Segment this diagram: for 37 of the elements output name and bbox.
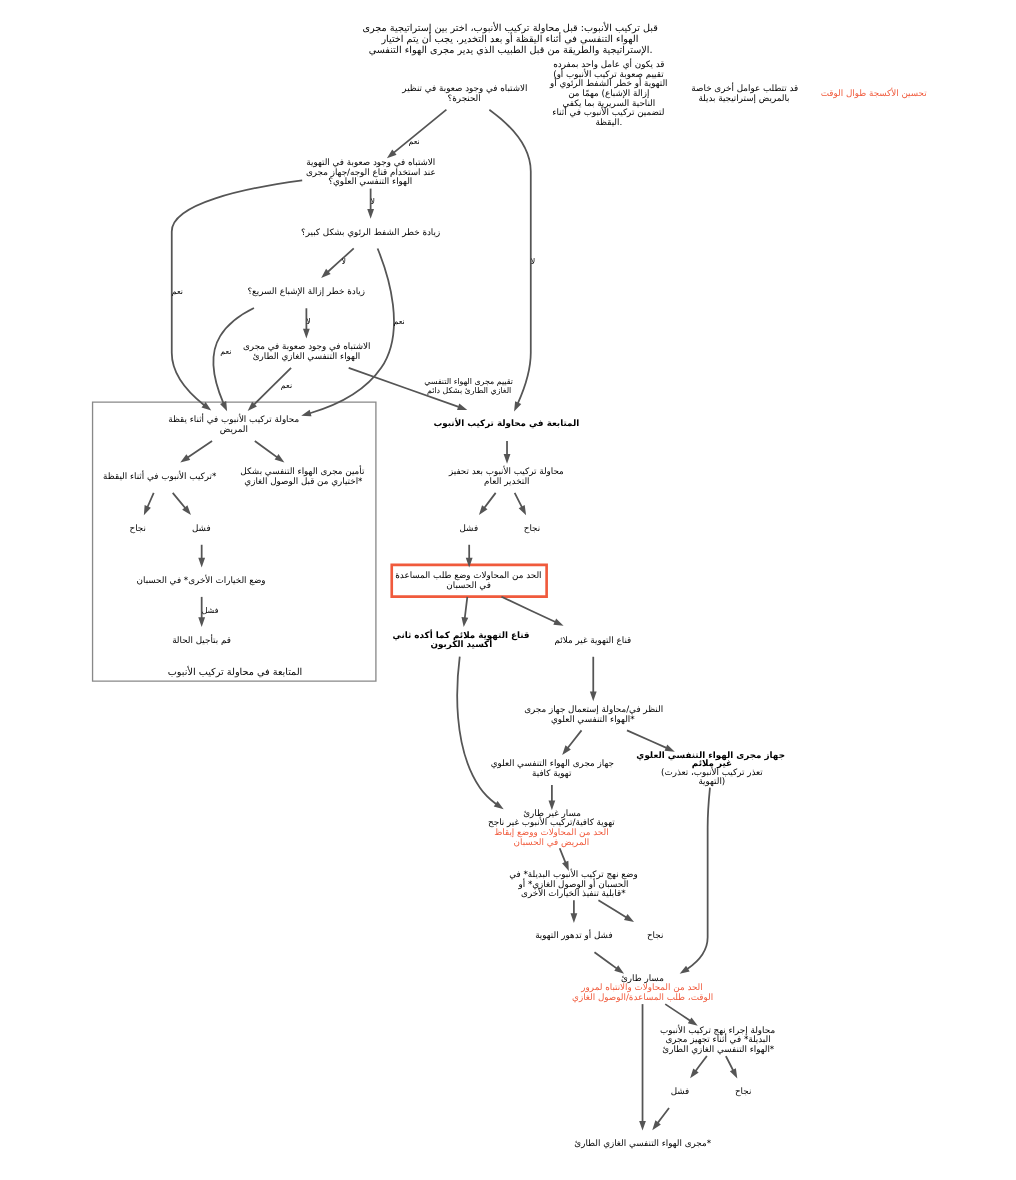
arrow xyxy=(179,440,212,463)
arrow xyxy=(460,596,468,627)
arrow xyxy=(197,596,205,628)
arrow xyxy=(588,655,596,702)
arrow xyxy=(385,108,447,159)
arrow xyxy=(499,595,563,626)
arrow xyxy=(477,491,496,516)
arrow xyxy=(142,491,154,516)
arrow xyxy=(455,655,503,810)
arrow xyxy=(197,543,205,568)
arrow xyxy=(724,1055,737,1079)
arrow xyxy=(320,247,354,278)
arrow xyxy=(346,367,467,410)
arrow xyxy=(252,440,284,463)
arrow xyxy=(592,951,624,974)
arrow xyxy=(569,899,577,923)
arrow xyxy=(302,307,309,339)
arrow xyxy=(366,187,373,219)
arrow xyxy=(663,1003,697,1026)
arrow xyxy=(169,179,303,411)
arrow xyxy=(625,729,674,752)
arrow xyxy=(557,847,568,871)
arrow xyxy=(487,108,531,412)
arrow xyxy=(464,543,472,568)
arrow xyxy=(638,1003,645,1131)
arrow xyxy=(502,440,510,464)
arrow xyxy=(211,307,254,412)
arrow xyxy=(547,784,555,811)
arrow xyxy=(678,786,710,974)
arrow xyxy=(170,491,190,515)
arrow xyxy=(246,367,291,411)
arrow xyxy=(596,899,634,923)
arrow xyxy=(651,1107,669,1131)
arrow xyxy=(512,491,526,516)
arrow xyxy=(300,247,394,417)
arrow xyxy=(561,729,582,756)
arrow xyxy=(689,1055,707,1079)
